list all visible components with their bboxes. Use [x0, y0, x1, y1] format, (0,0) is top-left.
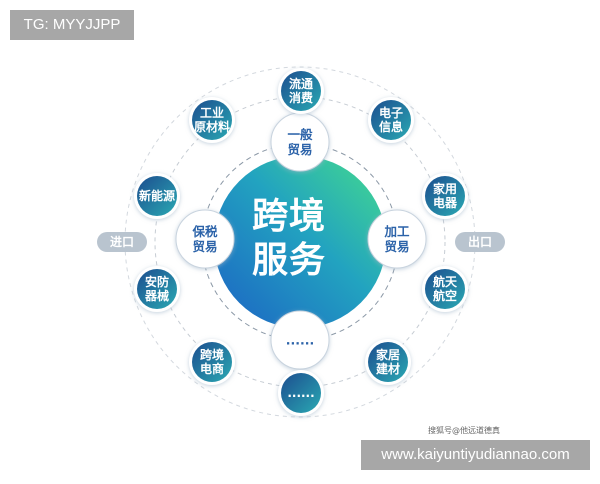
- export-label: 出口: [467, 235, 493, 249]
- inner-node-label: 加工 贸易: [384, 224, 410, 254]
- outer-node-label: 新能源: [138, 189, 176, 203]
- url-badge: www.kaiyuntiyudiannao.com: [361, 440, 590, 470]
- outer-node-label: 工业 原材料: [193, 106, 231, 134]
- outer-node-circle: [281, 373, 321, 413]
- source-note: 搜狐号@他远道德真: [428, 426, 500, 435]
- outer-node-circle: [425, 176, 465, 216]
- outer-node-circle: [368, 342, 408, 382]
- inner-node-label: 一般 贸易: [287, 127, 313, 157]
- export-pill-bg: [455, 232, 505, 252]
- outer-nodes: [134, 68, 468, 416]
- outer-node-circle: [137, 176, 177, 216]
- inner-nodes: [175, 112, 427, 370]
- outer-node-label: 家居 建材: [375, 348, 401, 376]
- outer-node-label: 跨境 电商: [199, 348, 225, 376]
- tg-badge: TG: MYYJJPP: [10, 10, 134, 40]
- import-label: 进口: [109, 235, 135, 249]
- outer-node-label: 安防 器械: [144, 275, 170, 303]
- inner-node-label: 保税 贸易: [192, 224, 218, 254]
- inner-node-circle: [175, 209, 235, 269]
- outer-node-circle: [192, 342, 232, 382]
- outer-node-circle: [425, 269, 465, 309]
- core-circle: [214, 156, 386, 328]
- outer-node-circle: [192, 100, 232, 140]
- outer-node-label: ......: [287, 386, 315, 400]
- inner-node-circle: [270, 310, 330, 370]
- inner-node-circle: [367, 209, 427, 269]
- outer-node-circle: [281, 71, 321, 111]
- import-pill-bg: [97, 232, 147, 252]
- outer-node-label: 航天 航空: [432, 275, 458, 303]
- outer-node-label: 家用 电器: [432, 182, 458, 210]
- outer-node-circle: [137, 269, 177, 309]
- outer-node-label: 流通 消费: [288, 77, 314, 105]
- inner-node-label: ......: [285, 332, 315, 348]
- outer-node-label: 电子 信息: [378, 106, 404, 134]
- outer-node-circle: [371, 100, 411, 140]
- core-title: 跨境 服务: [251, 196, 327, 281]
